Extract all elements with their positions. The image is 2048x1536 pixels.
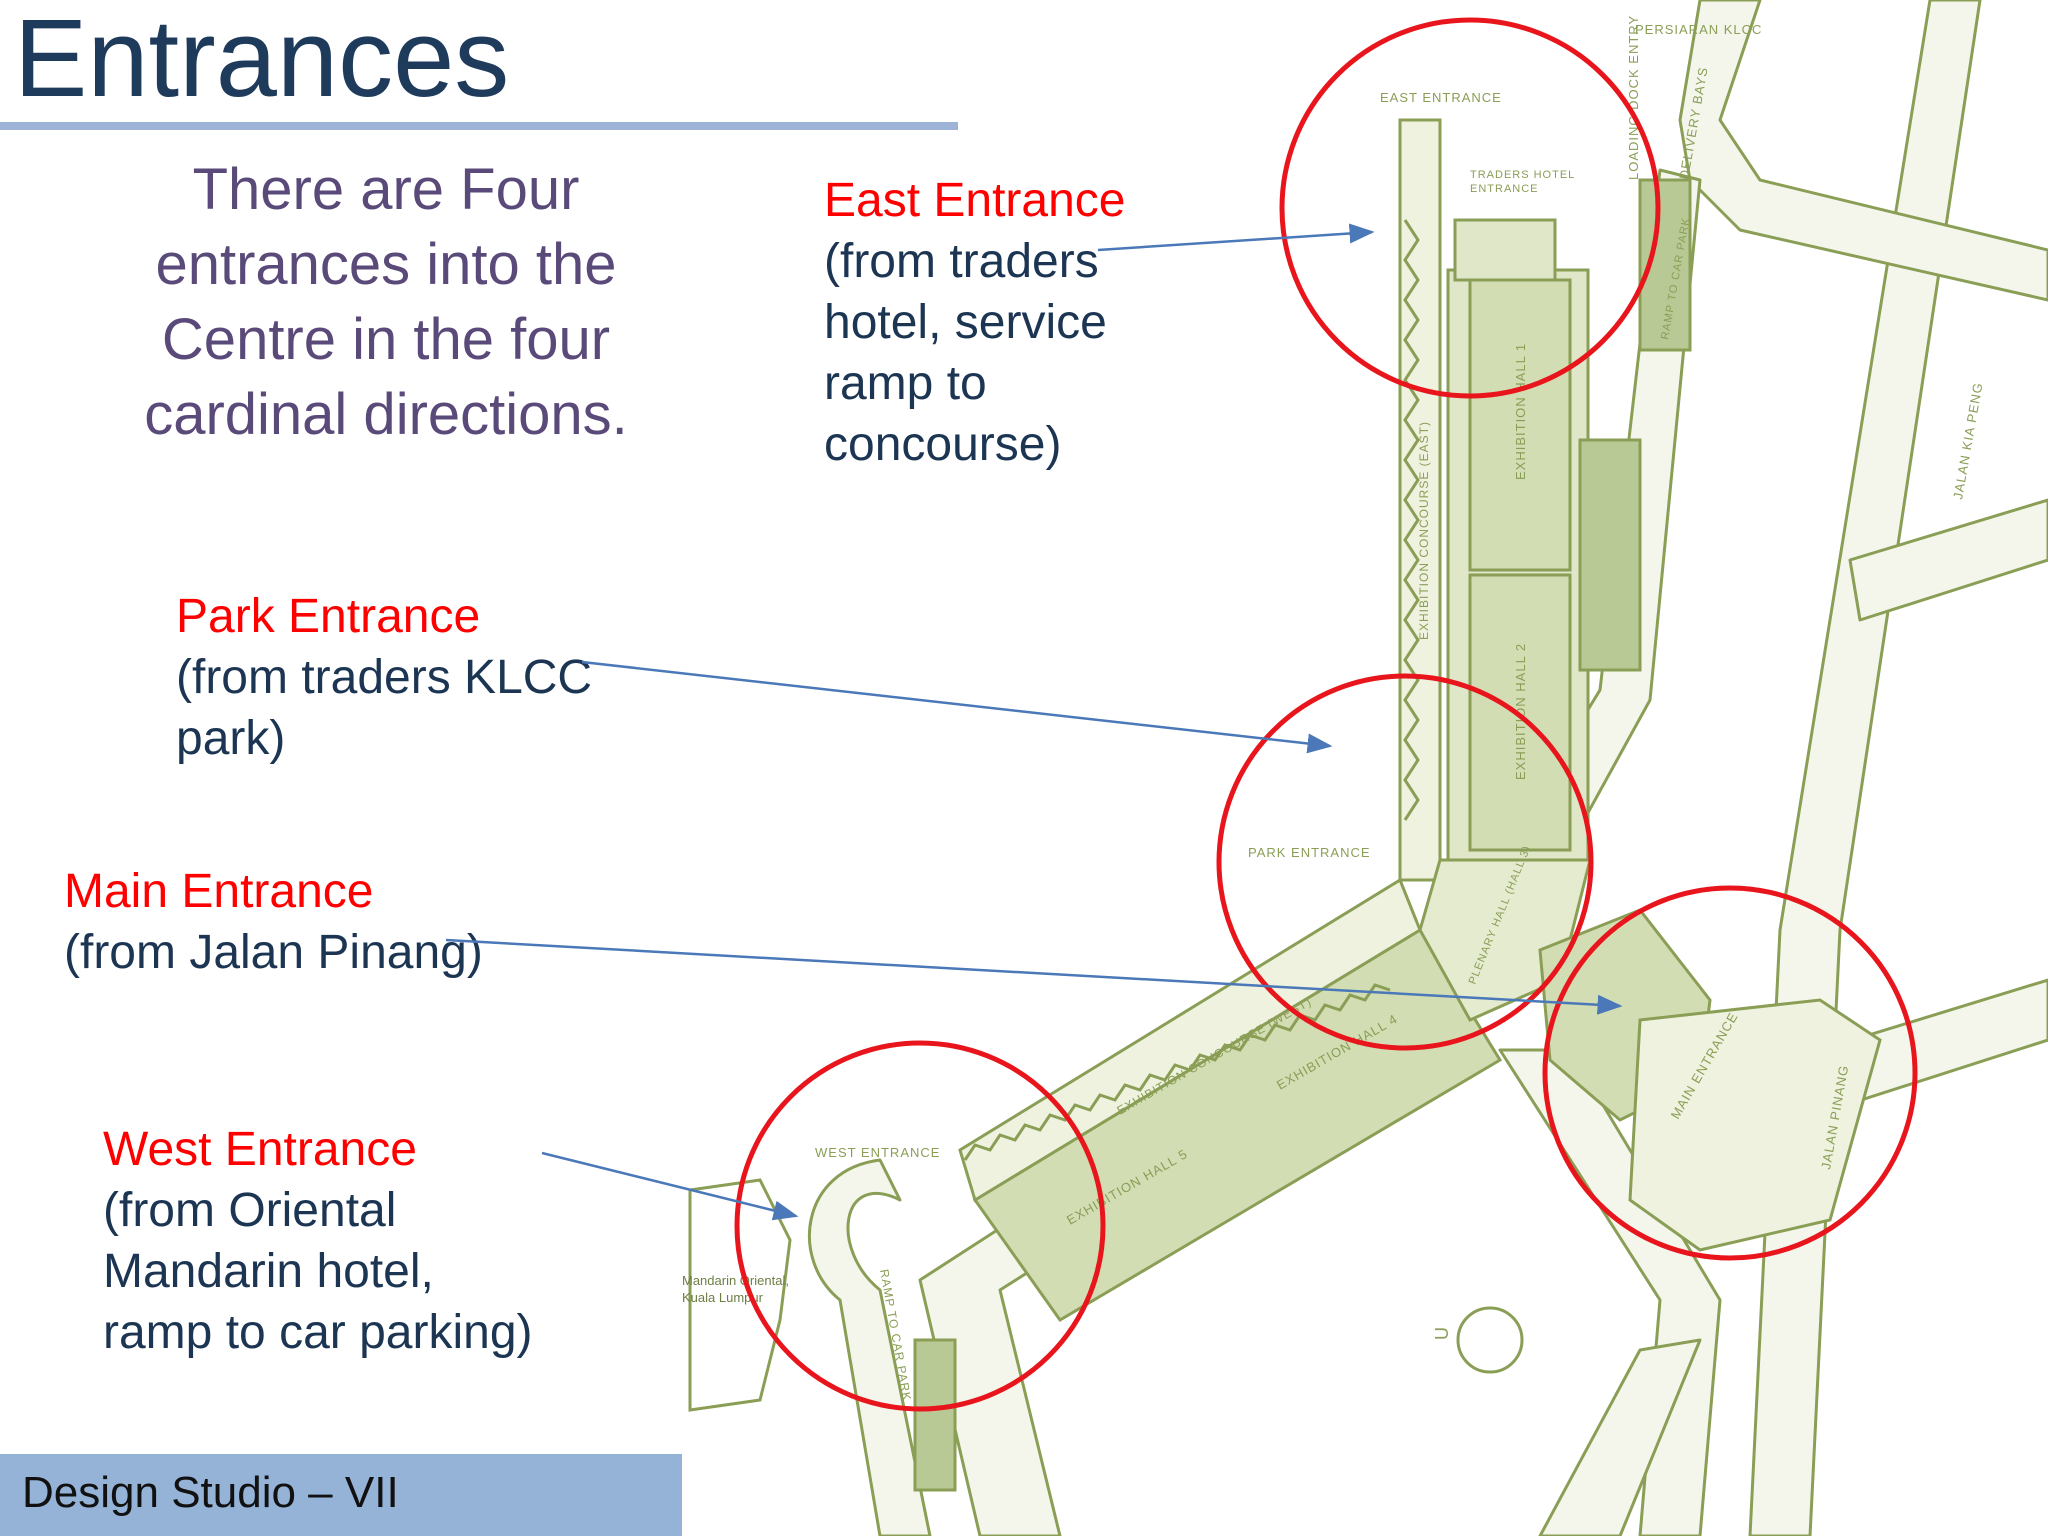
map-label-west-entrance: WEST ENTRANCE	[815, 1145, 940, 1160]
map-label-north: U	[1432, 1326, 1452, 1340]
road-top-right	[1678, 0, 2048, 302]
map-label-east-entrance: EAST ENTRANCE	[1380, 90, 1502, 105]
road-right	[1848, 498, 2048, 622]
map-label-loading-dock: LOADING DOCK ENTRY	[1626, 15, 1641, 180]
east-entrance-description: (from traders hotel, service ramp to con…	[824, 235, 1107, 471]
map-label-concourse-east: EXHIBITION CONCOURSE (EAST)	[1417, 421, 1431, 640]
map-label-traders-entrance: ENTRANCE	[1470, 183, 1539, 195]
ramp-block-west	[913, 1338, 957, 1492]
map-label-jalan-kia-peng: JALAN KIA PENG	[1950, 381, 1985, 501]
east-top-block	[1453, 218, 1557, 282]
map-label-traders-hotel: TRADERS HOTEL	[1470, 169, 1575, 181]
park-entrance-description: (from traders KLCC park)	[176, 651, 593, 765]
park-entrance-label: Park Entrance (from traders KLCC park)	[176, 586, 592, 769]
parking-right	[1628, 998, 1882, 1252]
map-label-persiaran: PERSIARAN KLCC	[1635, 22, 1762, 37]
main-entrance-description: (from Jalan Pinang)	[64, 926, 483, 979]
map-label-mandarin-1: Mandarin Oriental,	[682, 1273, 789, 1288]
road-west-loop	[808, 1158, 932, 1536]
footer-text: Design Studio – VII	[22, 1468, 399, 1517]
map-label-hall-2: EXHIBITION HALL 2	[1513, 643, 1528, 780]
east-service-block	[1578, 438, 1642, 672]
slide-title: Entrances	[14, 0, 510, 120]
map-label-mandarin-2: Kuala Lumpur	[682, 1290, 764, 1305]
west-entrance-label: West Entrance (from Oriental Mandarin ho…	[103, 1119, 533, 1363]
map-label-park-entrance: PARK ENTRANCE	[1248, 845, 1371, 860]
east-entrance-name: East Entrance	[824, 174, 1126, 227]
intro-text: There are Four entrances into the Centre…	[144, 157, 628, 447]
park-entrance-name: Park Entrance	[176, 590, 481, 643]
footer-bar: Design Studio – VII	[0, 1454, 682, 1536]
west-entrance-name: West Entrance	[103, 1123, 417, 1176]
main-entrance-label: Main Entrance (from Jalan Pinang)	[64, 861, 483, 983]
east-entrance-label: East Entrance (from traders hotel, servi…	[824, 170, 1126, 475]
map-label-hall-1: EXHIBITION HALL 1	[1513, 343, 1528, 480]
title-underline	[0, 122, 958, 130]
north-arrow-circle	[1456, 1306, 1524, 1374]
road-bottom	[1538, 1338, 1702, 1536]
main-entrance-name: Main Entrance	[64, 865, 374, 918]
west-entrance-description: (from Oriental Mandarin hotel, ramp to c…	[103, 1184, 533, 1359]
